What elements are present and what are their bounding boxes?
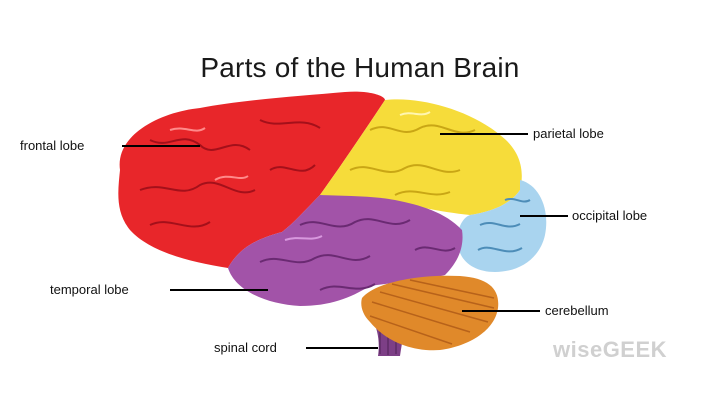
label-frontal-lobe: frontal lobe [20,138,85,153]
label-temporal-lobe: temporal lobe [50,282,129,297]
occipital-lobe-region [457,180,547,272]
cerebellum-region [361,275,499,351]
label-spinal-cord: spinal cord [214,340,277,355]
label-cerebellum: cerebellum [545,303,609,318]
label-parietal-lobe: parietal lobe [533,126,604,141]
parietal-lobe-region [320,99,522,215]
temporal-lobe-region [228,195,463,306]
diagram-title: Parts of the Human Brain [200,52,520,83]
watermark-logo: wiseGEEK [553,337,668,362]
leader-lines [122,133,568,349]
label-occipital-lobe: occipital lobe [572,208,648,223]
